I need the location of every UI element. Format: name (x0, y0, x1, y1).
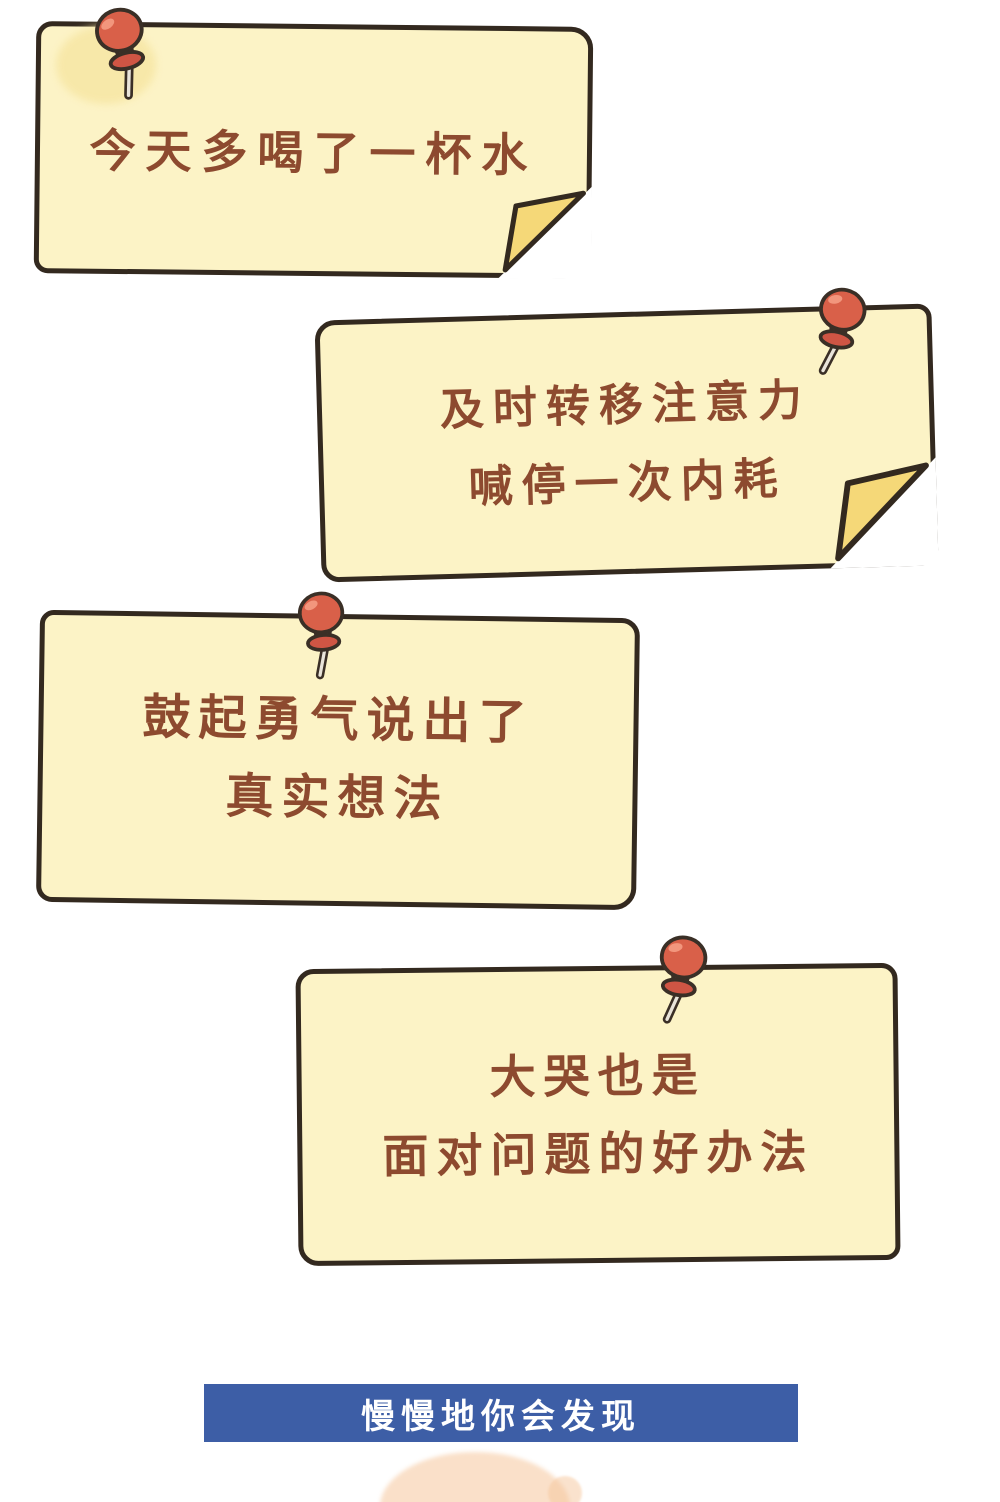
note-text: 及时转移注意力 喊停一次内耗 (320, 309, 934, 578)
decorative-blob (380, 1452, 570, 1502)
note-text-line: 真实想法 (225, 770, 450, 827)
footer-banner-label: 慢慢地你会发现 (361, 1397, 641, 1436)
sticky-note: 鼓起勇气说出了 真实想法 (35, 609, 641, 911)
note-text-line: 及时转移注意力 (439, 375, 812, 436)
note-text-line: 今天多喝了一杯水 (89, 124, 538, 182)
pin-glow (56, 26, 156, 104)
sticky-note: 大哭也是 面对问题的好办法 (295, 962, 901, 1267)
note-text-line: 喊停一次内耗 (468, 454, 788, 513)
note-text-line: 大哭也是 (489, 1048, 706, 1103)
footer-banner: 慢慢地你会发现 (204, 1384, 798, 1442)
note-text: 鼓起勇气说出了 真实想法 (41, 615, 635, 905)
decorative-blob (548, 1476, 582, 1502)
note-text-line: 鼓起勇气说出了 (142, 691, 535, 750)
note-text: 大哭也是 面对问题的好办法 (301, 968, 896, 1261)
sticky-note: 及时转移注意力 喊停一次内耗 (314, 303, 938, 583)
note-text-line: 面对问题的好办法 (382, 1125, 815, 1182)
